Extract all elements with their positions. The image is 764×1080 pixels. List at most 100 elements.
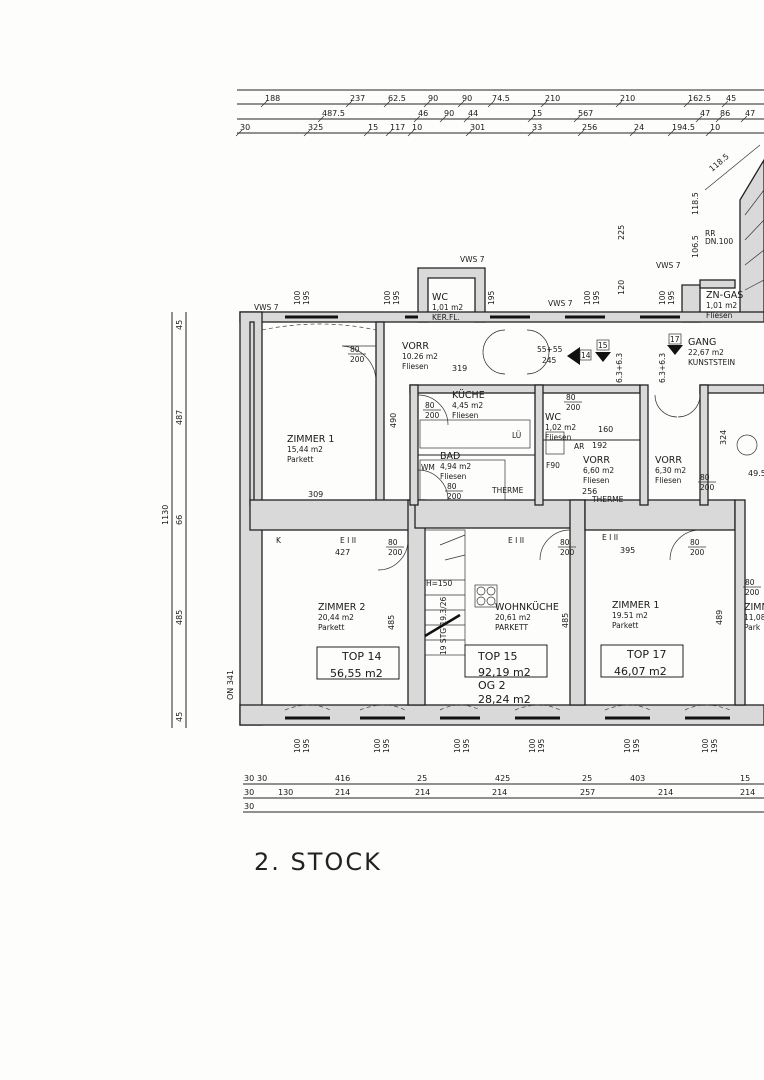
dimension-label: 10 xyxy=(710,123,720,132)
dimension-tick xyxy=(615,100,623,108)
dimension-label: 214 xyxy=(492,788,507,797)
dimension-label: 210 xyxy=(545,94,560,103)
dimension-label: 485 xyxy=(561,613,570,628)
room-area: 10.26 m2 xyxy=(402,352,438,361)
dimension-label: 256 xyxy=(582,123,597,132)
unit-area: 46,07 m2 xyxy=(614,665,667,678)
k-label: K xyxy=(276,536,282,545)
dimension-label: 30 xyxy=(244,802,254,811)
unit-top-15: TOP 15 92,19 m2 OG 2 28,24 m2 xyxy=(464,644,548,706)
room-area: 1,01 m2 xyxy=(432,303,463,312)
door-height: 200 xyxy=(690,548,705,557)
dimension-label: 47 xyxy=(745,109,755,118)
dimension-label: 237 xyxy=(350,94,365,103)
stairwell: 118.5 xyxy=(704,144,764,321)
dimension-label: 90 xyxy=(444,109,454,118)
window-dimension: 195 xyxy=(592,290,601,305)
dimension-tick xyxy=(527,129,535,137)
dimension-label: 30 xyxy=(244,774,254,783)
dimension-label: 15 xyxy=(740,774,750,783)
room-flooring: Fliesen xyxy=(655,476,682,485)
window-dimension: 195 xyxy=(632,738,641,753)
dimension-label: 66 xyxy=(175,515,184,525)
dimension-label: 214 xyxy=(335,788,350,797)
door-height: 200 xyxy=(350,355,365,364)
ground-level-label: ON 341 xyxy=(226,670,235,700)
socket-label: E I II xyxy=(508,536,524,545)
room-area: 6,60 m2 xyxy=(583,466,614,475)
room-flooring: Parkett xyxy=(318,623,344,632)
dimension-label: 30 xyxy=(244,788,254,797)
entry-door-height: 245 xyxy=(542,356,557,365)
room-name: ZIMMER 1 xyxy=(287,434,334,445)
room-flooring: Fliesen xyxy=(402,362,429,371)
dimension-tick xyxy=(527,115,535,123)
dimension-label: 425 xyxy=(495,774,510,783)
window-dimension: 100 xyxy=(453,738,462,753)
dimension-tick xyxy=(487,100,495,108)
doors xyxy=(261,323,731,711)
dimension-label: 214 xyxy=(658,788,673,797)
vent-label: LÜ xyxy=(512,431,521,440)
room-flooring: KUNSTSTEIN xyxy=(688,358,735,367)
stair-count-label: 19 STG 19.3/26 xyxy=(439,597,448,655)
dimension-label: 192 xyxy=(592,441,607,450)
window-dimension: 195 xyxy=(487,290,496,305)
dimension-label: 15 xyxy=(532,109,542,118)
dimension-label: 90 xyxy=(428,94,438,103)
arrow-label: 17 xyxy=(670,335,680,344)
window-dimension: 195 xyxy=(667,290,676,305)
dimension-tick xyxy=(573,115,581,123)
door-width: 80 xyxy=(447,482,457,491)
dimension-label: 188 xyxy=(265,94,280,103)
dimension-label: 25 xyxy=(417,774,427,783)
dimension-label: 487 xyxy=(175,410,184,425)
window-dimension: 100 xyxy=(701,738,710,753)
stair-height-label: H=150 xyxy=(426,579,452,588)
upper-floor-area: 28,24 m2 xyxy=(478,693,531,706)
dimension-tick xyxy=(715,115,723,123)
room-area: 6,30 m2 xyxy=(655,466,686,475)
dimension-label: 30 xyxy=(240,123,250,132)
dimension-label: 194.5 xyxy=(672,123,695,132)
dimension-label: 45 xyxy=(175,320,184,330)
dimension-tick xyxy=(463,115,471,123)
dimension-label: 118.5 xyxy=(691,192,700,215)
dimension-label: 256 xyxy=(582,487,597,496)
ar-label: AR xyxy=(574,442,584,451)
room-flooring: Fliesen xyxy=(440,472,467,481)
room-flooring: Fliesen xyxy=(545,433,572,442)
door-width: 80 xyxy=(700,473,710,482)
unit-label: TOP 17 xyxy=(626,648,667,661)
dimension-tick xyxy=(317,115,325,123)
dimension-tick xyxy=(683,100,691,108)
unit-top-17: TOP 17 46,07 m2 xyxy=(600,644,684,678)
room-area: 11,08 xyxy=(744,613,764,622)
dimension-tick xyxy=(413,115,421,123)
dimension-label: 567 xyxy=(578,109,593,118)
dimension-label: 319 xyxy=(452,364,467,373)
dimension-tick xyxy=(439,115,447,123)
total-height-label: 1130 xyxy=(161,505,170,525)
unit-top-14: TOP 14 56,55 m2 xyxy=(316,646,400,680)
dimension-label: 325 xyxy=(308,123,323,132)
dimension-tick xyxy=(407,129,415,137)
arrow-label: 15 xyxy=(598,341,608,350)
boiler-label: THERME xyxy=(591,495,624,504)
window-dimension: 195 xyxy=(302,290,311,305)
room-name: BAD xyxy=(440,451,460,462)
dimension-tick xyxy=(303,129,311,137)
room-name: WC xyxy=(432,292,448,303)
fire-rating-label: F90 xyxy=(546,461,560,470)
rr-label: RR xyxy=(705,229,715,238)
window-dimension: 195 xyxy=(302,738,311,753)
